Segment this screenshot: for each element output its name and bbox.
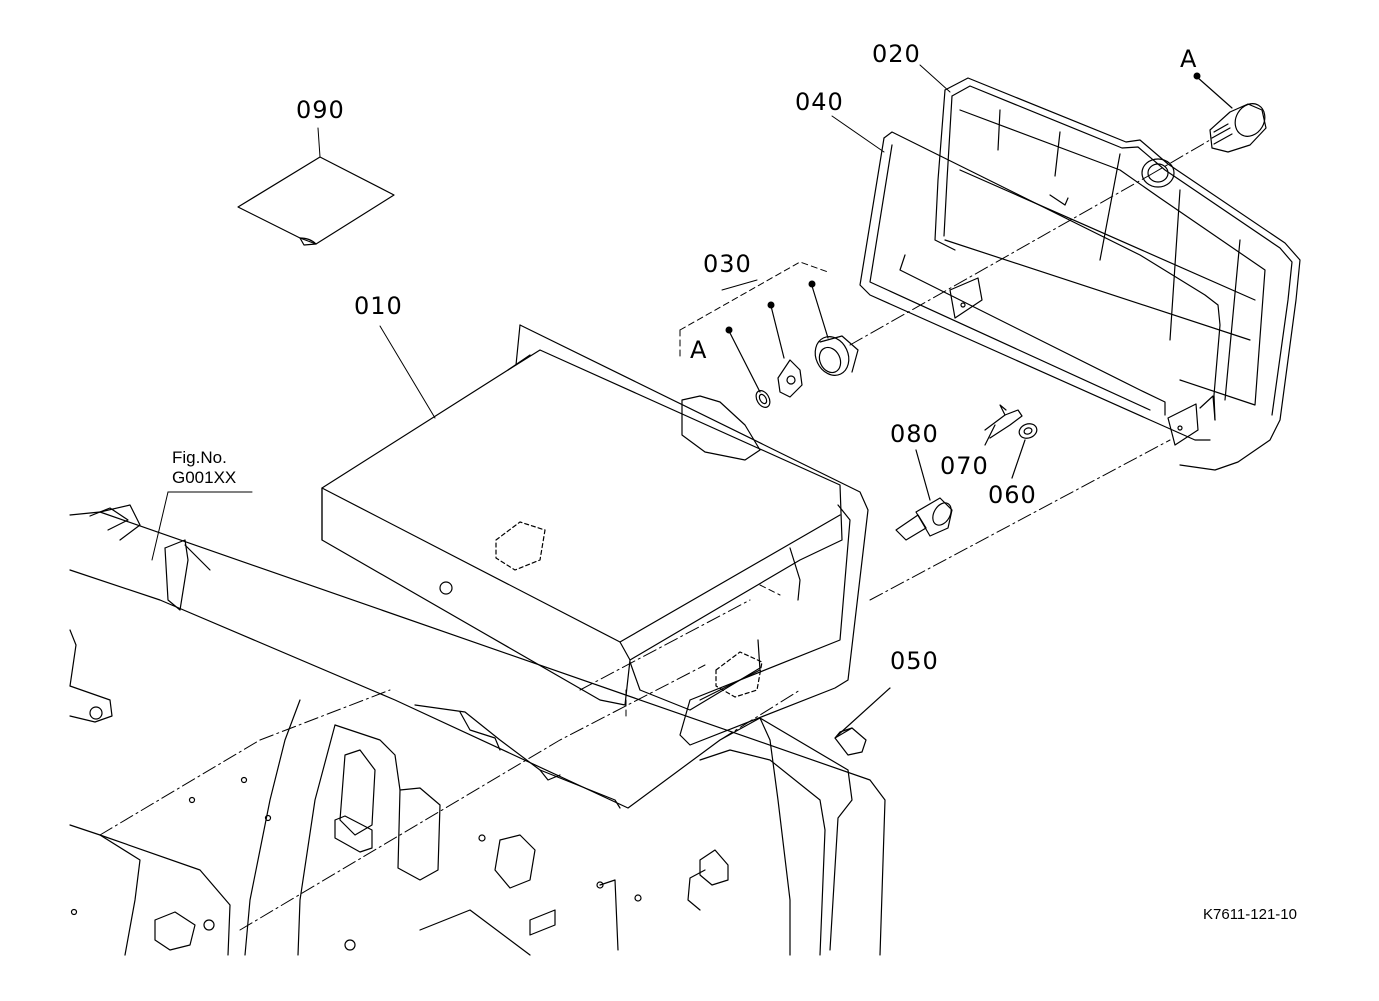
- part-020-frame: [935, 78, 1300, 470]
- part-A-knob: [1197, 77, 1271, 152]
- part-080-bolt: [896, 450, 955, 540]
- label-060: 060: [988, 481, 1037, 509]
- label-010: 010: [354, 292, 403, 320]
- assembly-centerlines: [100, 140, 1210, 930]
- reference-dots: [725, 72, 1201, 334]
- part-010-box: [322, 325, 868, 745]
- label-050: 050: [890, 647, 939, 675]
- label-070: 070: [940, 452, 989, 480]
- fig-ref-line2: G001XX: [172, 467, 237, 487]
- part-040-tray: [860, 132, 1220, 445]
- leader-lines: [318, 65, 950, 418]
- drawing-code: K7611-121-10: [1203, 906, 1297, 923]
- fig-ref-label: Fig.No. G001XX: [172, 448, 236, 487]
- label-080: 080: [890, 420, 939, 448]
- fig-ref-line1: Fig.No.: [172, 448, 227, 467]
- label-020: 020: [872, 40, 921, 68]
- part-030-fastener-set: [730, 286, 858, 410]
- label-040: 040: [795, 88, 844, 116]
- fig-ref-underline: [152, 492, 252, 560]
- part-070-pin: [985, 405, 1022, 445]
- part-060-washer: [1012, 421, 1039, 478]
- label-090: 090: [296, 96, 345, 124]
- label-030: 030: [703, 250, 752, 278]
- label-a-top: A: [1180, 45, 1198, 73]
- part-050-bolt: [835, 688, 890, 755]
- part-090-manual-sheet: [238, 157, 394, 245]
- label-a-left: A: [690, 336, 708, 364]
- chassis-frame: [70, 505, 885, 955]
